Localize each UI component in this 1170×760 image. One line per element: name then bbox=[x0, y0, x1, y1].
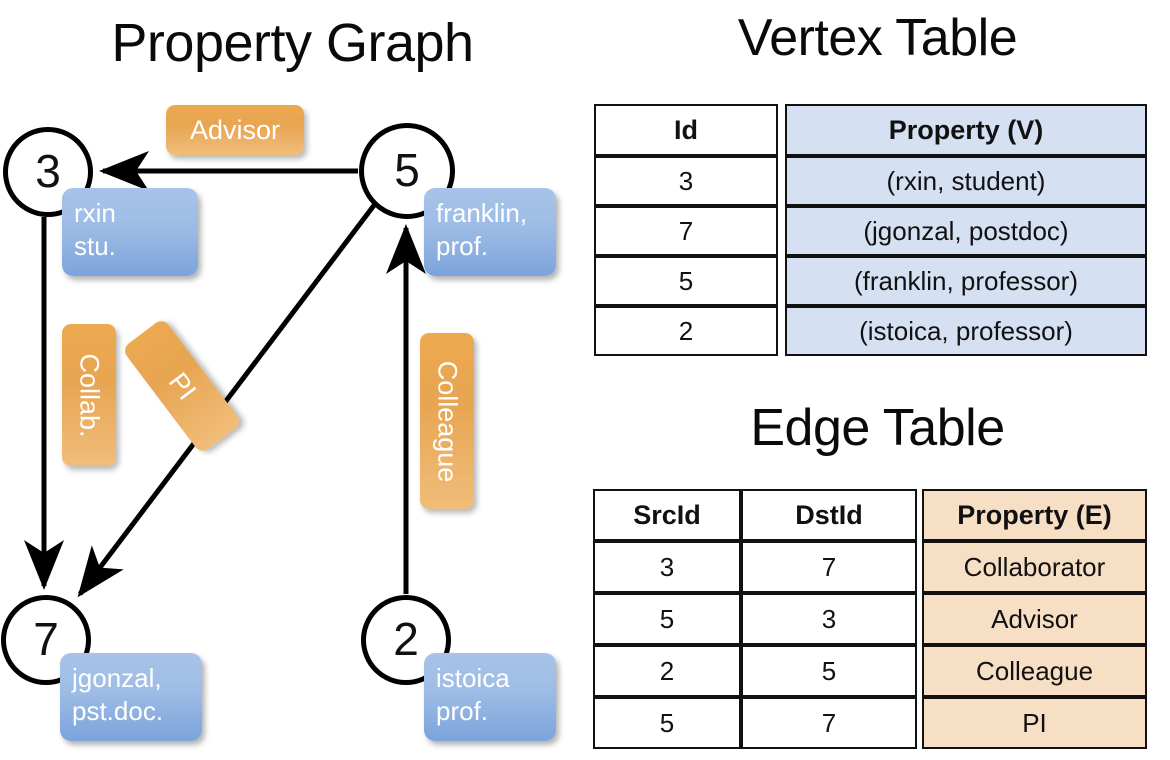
vertex-table-cell-id: 3 bbox=[594, 156, 778, 206]
edge-table-cell-property: Advisor bbox=[922, 593, 1147, 645]
column-gap bbox=[778, 256, 785, 306]
edge-table-header-property: Property (E) bbox=[922, 489, 1147, 541]
vertex-table-cell-property: (istoica, professor) bbox=[785, 306, 1147, 356]
edge-table-cell-srcid: 3 bbox=[593, 541, 741, 593]
graph-node-2[interactable]: 2 bbox=[361, 595, 451, 685]
vertex-property-box-rxin: rxin stu. bbox=[62, 188, 198, 276]
column-gap bbox=[778, 104, 785, 156]
vertex-property-rxin-line1: rxin bbox=[74, 198, 116, 228]
edge-5-to-7 bbox=[77, 202, 377, 598]
edge-label-collab-text: Collab. bbox=[74, 352, 105, 438]
edge-table-cell-dstid: 7 bbox=[741, 697, 917, 749]
edge-label-pi-text: PI bbox=[162, 366, 203, 405]
graph-node-5-label: 5 bbox=[394, 144, 420, 196]
vertex-property-rxin-line2: stu. bbox=[74, 231, 116, 262]
vertex-property-istoica-line1: istoica bbox=[436, 663, 510, 693]
vertex-property-jgonzal-line2: pst.doc. bbox=[72, 696, 164, 727]
vertex-table-header-id: Id bbox=[594, 104, 778, 156]
column-gap bbox=[778, 306, 785, 356]
edge-table-header-dstid: DstId bbox=[741, 489, 917, 541]
edge-label-box-colleague: Colleague bbox=[420, 333, 474, 509]
vertex-table-cell-id: 7 bbox=[594, 206, 778, 256]
edge-table-cell-dstid: 5 bbox=[741, 645, 917, 697]
table-row[interactable]: 7 (jgonzal, postdoc) bbox=[594, 206, 1147, 256]
vertex-property-franklin-line2: prof. bbox=[436, 231, 489, 262]
page-title-vertex-table: Vertex Table bbox=[737, 9, 1018, 67]
vertex-property-box-istoica: istoica prof. bbox=[424, 653, 556, 741]
edge-table-cell-property: Colleague bbox=[922, 645, 1147, 697]
table-row[interactable]: 5 3 Advisor bbox=[593, 593, 1147, 645]
graph-node-3-label: 3 bbox=[35, 145, 61, 197]
edge-label-colleague-text: Colleague bbox=[432, 360, 463, 482]
vertex-table-cell-property: (franklin, professor) bbox=[785, 256, 1147, 306]
graph-node-5[interactable]: 5 bbox=[359, 123, 455, 219]
edge-label-box-advisor: Advisor bbox=[166, 105, 304, 155]
vertex-property-franklin-line1: franklin, bbox=[436, 198, 528, 228]
graph-node-7-label: 7 bbox=[33, 613, 59, 665]
table-row[interactable]: 2 (istoica, professor) bbox=[594, 306, 1147, 356]
vertex-table-cell-id: 5 bbox=[594, 256, 778, 306]
vertex-table-cell-property: (jgonzal, postdoc) bbox=[785, 206, 1147, 256]
vertex-property-box-franklin: franklin, prof. bbox=[424, 188, 556, 276]
edge-table-header-srcid: SrcId bbox=[593, 489, 741, 541]
edge-table-cell-dstid: 7 bbox=[741, 541, 917, 593]
vertex-property-jgonzal-line1: jgonzal, bbox=[72, 663, 162, 693]
vertex-table-cell-property: (rxin, student) bbox=[785, 156, 1147, 206]
vertex-table-header-property: Property (V) bbox=[785, 104, 1147, 156]
vertex-table-cell-id: 2 bbox=[594, 306, 778, 356]
vertex-property-istoica-line2: prof. bbox=[436, 696, 489, 727]
graph-edges-layer bbox=[24, 151, 426, 598]
vertex-table: Id Property (V) 3 (rxin, student) 7 (jgo… bbox=[594, 104, 1147, 356]
edge-table-header-row: SrcId DstId Property (E) bbox=[593, 489, 1147, 541]
edge-table-cell-dstid: 3 bbox=[741, 593, 917, 645]
edge-table: SrcId DstId Property (E) 3 7 Collaborato… bbox=[593, 489, 1147, 749]
vertex-property-box-jgonzal: jgonzal, pst.doc. bbox=[60, 653, 202, 741]
graph-node-2-label: 2 bbox=[393, 613, 419, 665]
table-row[interactable]: 3 7 Collaborator bbox=[593, 541, 1147, 593]
table-row[interactable]: 3 (rxin, student) bbox=[594, 156, 1147, 206]
edge-table-cell-property: Collaborator bbox=[922, 541, 1147, 593]
edge-table-cell-srcid: 5 bbox=[593, 593, 741, 645]
edge-table-cell-property: PI bbox=[922, 697, 1147, 749]
edge-label-box-collab: Collab. bbox=[62, 324, 116, 466]
table-row[interactable]: 5 (franklin, professor) bbox=[594, 256, 1147, 306]
vertex-table-header-row: Id Property (V) bbox=[594, 104, 1147, 156]
edge-label-advisor-text: Advisor bbox=[189, 114, 281, 145]
table-row[interactable]: 2 5 Colleague bbox=[593, 645, 1147, 697]
column-gap bbox=[778, 206, 785, 256]
page-title-property-graph: Property Graph bbox=[111, 13, 474, 73]
page-title-edge-table: Edge Table bbox=[750, 399, 1005, 457]
column-gap bbox=[778, 156, 785, 206]
edge-table-cell-srcid: 5 bbox=[593, 697, 741, 749]
edge-table-cell-srcid: 2 bbox=[593, 645, 741, 697]
table-row[interactable]: 5 7 PI bbox=[593, 697, 1147, 749]
